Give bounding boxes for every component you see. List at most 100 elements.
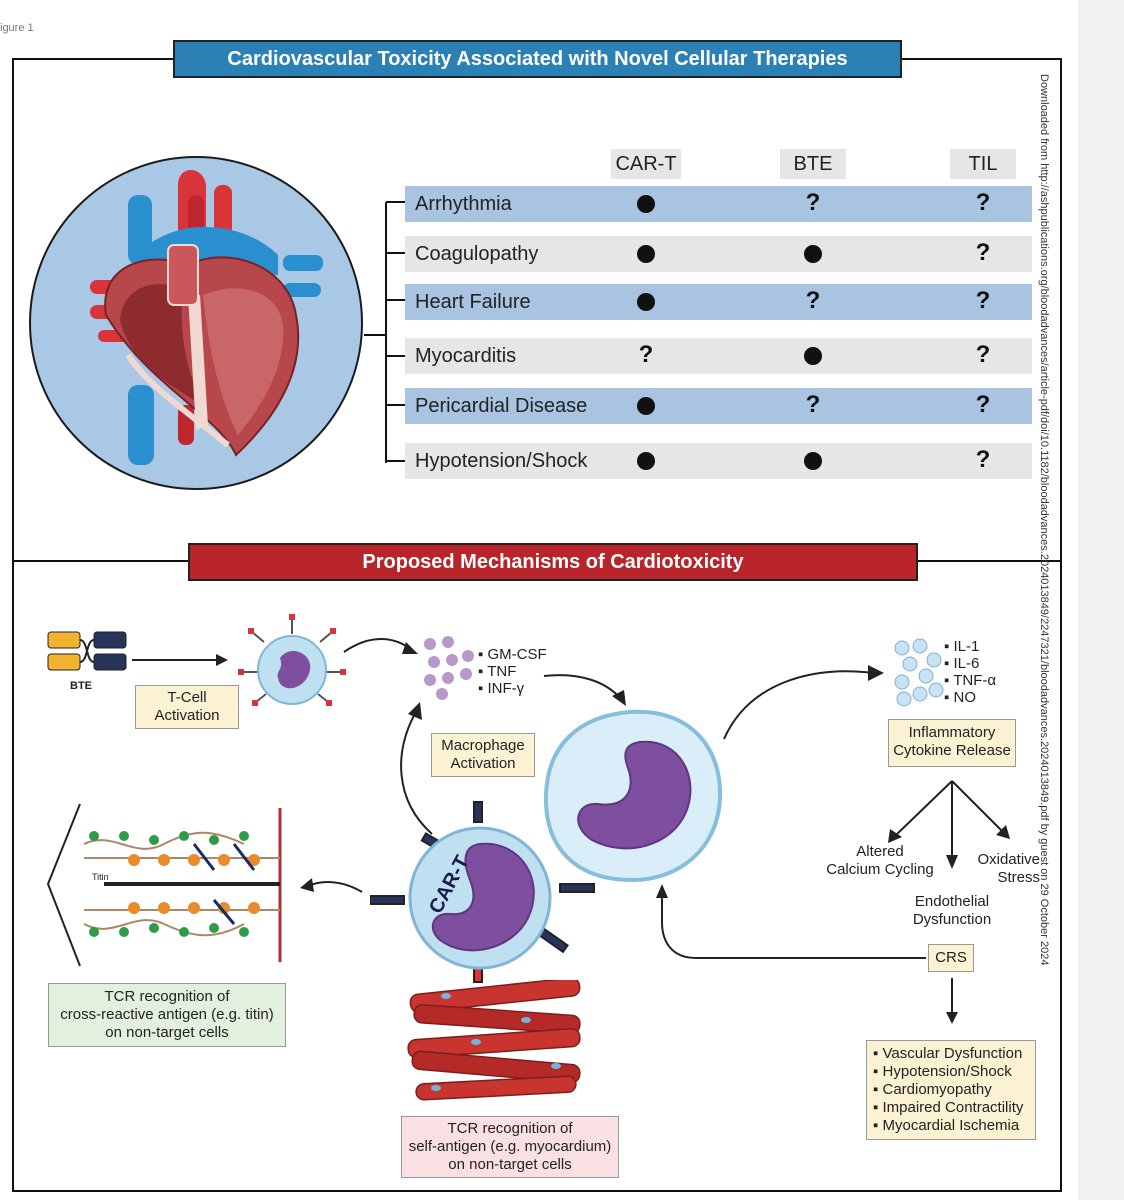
tcr-cross-reactive-box: TCR recognition of cross-reactive antige… [48, 983, 286, 1047]
oxidative-line1: Oxidative [977, 851, 1040, 868]
filled-dot-icon [637, 452, 655, 470]
macrophage-activation-box: Macrophage Activation [431, 733, 535, 777]
filled-dot-icon [804, 347, 822, 365]
outcome-cardiomyopathy: ▪ Cardiomyopathy [873, 1081, 992, 1098]
figure-label: igure 1 [0, 22, 34, 34]
myocardium-fibers-illustration [407, 980, 581, 1101]
download-watermark-text: Downloaded from http://ashpublications.o… [1038, 74, 1050, 966]
arrow-macrophage-to-cytokines [723, 665, 884, 740]
cytokine-cluster-left-icon [424, 636, 474, 700]
inflammatory-release-box: Inflammatory Cytokine Release [888, 719, 1016, 767]
frame-top-right [898, 58, 1062, 60]
question-mark: ? [805, 391, 821, 418]
question-mark: ? [975, 391, 991, 418]
cytokine-il-6: ▪ IL-6 [944, 655, 980, 672]
effects-branch-arrows [888, 780, 1010, 869]
row-label: Coagulopathy [415, 243, 539, 265]
row-label: Heart Failure [415, 291, 531, 313]
question-mark: ? [975, 239, 991, 266]
tcr-self-line3: on non-target cells [448, 1156, 572, 1173]
crs-box: CRS [928, 944, 974, 972]
page-margin [1078, 0, 1124, 1200]
crs-outcomes-box: ▪ Vascular Dysfunction ▪ Hypotension/Sho… [866, 1040, 1036, 1140]
frame-middle-left [12, 560, 188, 562]
filled-dot-icon [637, 397, 655, 415]
column-header-bte: BTE [780, 149, 846, 179]
arrow-crs-to-outcomes [946, 978, 958, 1024]
question-mark: ? [975, 341, 991, 368]
question-mark: ? [638, 341, 654, 368]
row-label: Pericardial Disease [415, 395, 588, 417]
column-header-til: TIL [950, 149, 1016, 179]
filled-dot-icon [804, 452, 822, 470]
inflammatory-line2: Cytokine Release [893, 742, 1011, 759]
question-mark: ? [805, 189, 821, 216]
column-header-car-t: CAR-T [611, 149, 681, 179]
arrow-bte-to-tcell [132, 654, 228, 666]
question-mark: ? [975, 287, 991, 314]
frame-top-left [12, 58, 174, 60]
bte-label: BTE [70, 680, 92, 692]
download-watermark: Downloaded from http://ashpublications.o… [1034, 74, 1052, 965]
cytokine-cluster-right-icon [894, 638, 944, 707]
bottom-title-banner: Proposed Mechanisms of Cardiotoxicity [188, 543, 918, 581]
tcr-self-antigen-box: TCR recognition of self-antigen (e.g. my… [401, 1116, 619, 1178]
top-title-banner: Cardiovascular Toxicity Associated with … [173, 40, 902, 78]
outcome-hypotension-shock: ▪ Hypotension/Shock [873, 1063, 1012, 1080]
effect-endothelial-dysfunction: Endothelial Dysfunction [893, 893, 1011, 929]
tcell-activation-box: T-Cell Activation [135, 685, 239, 729]
row-label: Myocarditis [415, 345, 517, 367]
arrow-cart-to-titin [300, 878, 363, 893]
arrow-cart-to-macrophage [400, 702, 433, 835]
tcr-self-line1: TCR recognition of [447, 1120, 573, 1137]
frame-left [12, 58, 14, 1192]
tcell-activation-line2: Activation [154, 707, 220, 724]
tcr-cross-line1: TCR recognition of [104, 988, 230, 1005]
effect-calcium-cycling: Altered Calcium Cycling [820, 843, 940, 879]
question-mark: ? [975, 189, 991, 216]
inflammatory-line1: Inflammatory [908, 724, 996, 741]
sarcomere-titin-illustration: Titin [46, 803, 282, 967]
macrophage-activation-line2: Activation [450, 755, 516, 772]
filled-dot-icon [637, 293, 655, 311]
endothelial-line1: Endothelial [914, 893, 990, 910]
table-bracket [364, 201, 405, 463]
car-t-cell-icon: CAR-T [370, 801, 595, 983]
frame-middle-right [914, 560, 1062, 562]
outcome-vascular-dysfunction: ▪ Vascular Dysfunction [873, 1045, 1023, 1062]
effect-oxidative-stress: Oxidative Stress [968, 851, 1040, 887]
table-row: Hypotension/Shock? [405, 443, 1032, 479]
heart-illustration [29, 156, 363, 490]
frame-right [1060, 58, 1062, 1192]
outcome-myocardial-ischemia: ▪ Myocardial Ischemia [873, 1117, 1020, 1134]
filled-dot-icon [637, 195, 655, 213]
macrophage-activation-line1: Macrophage [441, 737, 525, 754]
cytokine-list-right: ▪ IL-1 ▪ IL-6 ▪ TNF-α ▪ NO [944, 638, 996, 706]
titin-label: Titin [92, 872, 109, 882]
endothelial-line2: Dysfunction [912, 911, 992, 928]
tcr-self-line2: self-antigen (e.g. myocardium) [408, 1138, 612, 1155]
arrow-crs-to-macrophage [656, 884, 926, 959]
tcr-cross-line2: cross-reactive antigen (e.g. titin) [60, 1006, 274, 1023]
cytokine-gm-csf: ▪ GM-CSF [478, 646, 547, 663]
filled-dot-icon [637, 245, 655, 263]
cytokine-tnf: ▪ TNF [478, 663, 517, 680]
oxidative-line2: Stress [997, 869, 1040, 886]
bte-molecule-icon [47, 631, 127, 671]
cytokine-no: ▪ NO [944, 689, 976, 706]
arrow-cytokines-to-macrophage [543, 674, 626, 706]
cytokine-tnf-alpha: ▪ TNF-α [944, 672, 997, 689]
t-cell-icon [238, 614, 346, 706]
tcell-activation-line1: T-Cell [167, 689, 207, 706]
cytokine-il-1: ▪ IL-1 [944, 638, 980, 655]
table-row: Myocarditis?? [405, 338, 1032, 374]
macrophage-cell-icon [543, 709, 723, 883]
tcr-cross-line3: on non-target cells [105, 1024, 229, 1041]
outcome-impaired-contractility: ▪ Impaired Contractility [873, 1099, 1024, 1116]
question-mark: ? [805, 287, 821, 314]
row-label: Hypotension/Shock [415, 450, 588, 472]
table-row: Arrhythmia?? [405, 186, 1032, 222]
arrow-tcell-to-cytokines [343, 638, 418, 654]
calcium-line1: Altered [856, 843, 904, 860]
filled-dot-icon [804, 245, 822, 263]
